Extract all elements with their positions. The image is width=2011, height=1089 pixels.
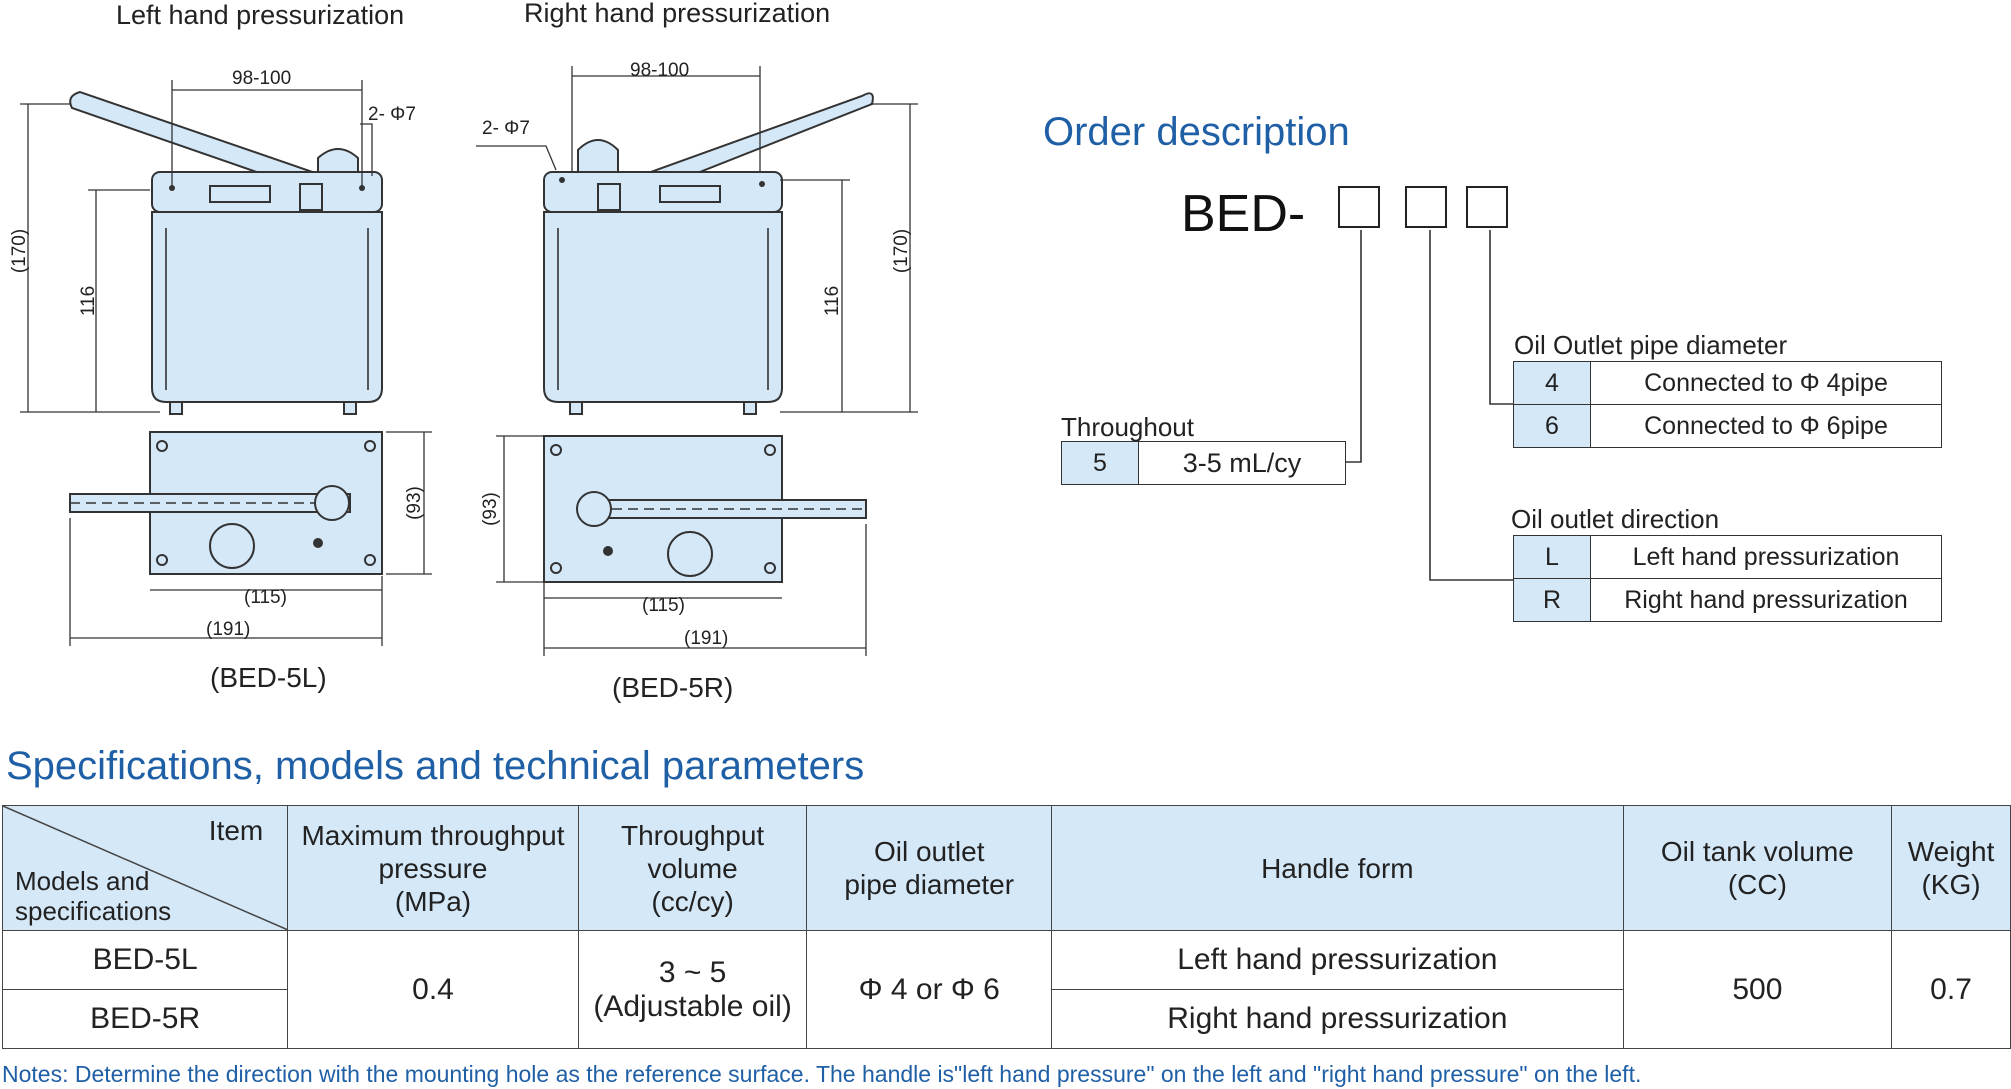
left-dim-hole: 2- Φ7 <box>368 104 416 125</box>
spec-row-5l: BED-5L 0.4 3 ~ 5(Adjustable oil) Φ 4 or … <box>1 930 2011 1049</box>
right-dim-hole: 2- Φ7 <box>482 118 530 139</box>
throughout-row: 5 3-5 mL/cy <box>1061 441 1346 485</box>
col-tank: Oil tank volume(CC) <box>1622 805 1893 931</box>
left-model-label: (BED-5L) <box>210 662 327 693</box>
direction-desc: Left hand pressurization <box>1590 535 1942 579</box>
order-connector-lines <box>1345 230 1514 581</box>
order-code-box-direction <box>1405 186 1447 228</box>
left-drawing-title: Left hand pressurization <box>116 0 405 30</box>
direction-label: Oil outlet direction <box>1511 504 1720 534</box>
corner-diagonal <box>3 806 288 930</box>
direction-row: R Right hand pressurization <box>1513 578 1942 622</box>
right-unit-top-view <box>496 435 867 656</box>
pipe-code: 4 <box>1513 361 1591 405</box>
col-weight-line1: Weight <box>1907 836 1995 867</box>
pipe-row: 6 Connected to Φ 6pipe <box>1513 404 1942 448</box>
corner-models-line1: Models and <box>15 866 150 896</box>
right-dim-116: 116 <box>822 285 844 317</box>
left-dim-170: (170) <box>9 228 31 274</box>
left-dim-116: 116 <box>78 285 100 317</box>
notes: Notes: Determine the direction with the … <box>2 1061 1642 1087</box>
pipe-cell: Φ 4 or Φ 6 <box>806 930 1052 1049</box>
right-dim-115: (115) <box>642 595 685 616</box>
throughout-desc: 3-5 mL/cy <box>1138 441 1346 485</box>
order-code-prefix: BED- <box>1181 185 1306 243</box>
order-code-box-throughout <box>1338 186 1380 228</box>
corner-item: Item <box>208 815 264 846</box>
col-handle: Handle form <box>1051 805 1624 931</box>
col-volume-line1: Throughput <box>620 819 765 851</box>
throughout-table: 5 3-5 mL/cy <box>1061 441 1346 485</box>
spec-row-5r: BED-5R Right hand pressurization <box>1 989 2011 1049</box>
right-dim-98-100: 98-100 <box>630 60 690 81</box>
left-unit-front-view <box>20 80 383 415</box>
direction-code: R <box>1513 578 1591 622</box>
spec-heading: Specifications, models and technical par… <box>6 744 865 788</box>
model-cell: BED-5L <box>1 930 289 990</box>
col-pipe-line1: Oil outlet <box>873 836 985 867</box>
col-weight-line2: (KG) <box>1921 869 1981 900</box>
col-pressure-line2: pressure <box>378 852 488 884</box>
throughout-label: Throughout <box>1061 412 1194 442</box>
left-unit-top-view <box>69 431 432 646</box>
pipe-desc: Connected to Φ 6pipe <box>1590 404 1942 448</box>
volume-line1: 3 ~ 5 <box>658 955 727 989</box>
volume-line2: (Adjustable oil) <box>593 989 792 1023</box>
right-dim-191: (191) <box>684 628 729 649</box>
left-dim-191: (191) <box>206 619 251 640</box>
right-unit-front-view <box>476 66 918 415</box>
col-pressure-line1: Maximum throughput <box>301 819 565 851</box>
corner-models-line2: specifications <box>15 896 172 926</box>
direction-code: L <box>1513 535 1591 579</box>
model-cell: BED-5R <box>1 989 289 1049</box>
col-pressure-line3: (MPa) <box>394 885 472 917</box>
pipe-diameter-label: Oil Outlet pipe diameter <box>1514 330 1788 360</box>
col-pipe-line2: pipe diameter <box>844 869 1015 900</box>
left-dim-115: (115) <box>244 587 287 608</box>
direction-table: L Left hand pressurization R Right hand … <box>1513 535 1942 622</box>
left-dim-98-100: 98-100 <box>232 68 292 89</box>
direction-row: L Left hand pressurization <box>1513 535 1942 579</box>
pipe-row: 4 Connected to Φ 4pipe <box>1513 361 1942 405</box>
col-weight: Weight(KG) <box>1891 805 2011 931</box>
col-tank-line1: Oil tank volume <box>1660 836 1854 867</box>
order-code-box-pipe <box>1466 186 1508 228</box>
volume-cell: 3 ~ 5(Adjustable oil) <box>577 930 808 1049</box>
pressure-cell: 0.4 <box>287 930 579 1049</box>
col-volume-line3: (cc/cy) <box>651 885 734 917</box>
pipe-code: 6 <box>1513 404 1591 448</box>
weight-cell: 0.7 <box>1891 930 2011 1049</box>
left-dim-93: (93) <box>403 486 425 520</box>
right-drawing-title: Right hand pressurization <box>524 0 831 28</box>
handle-cell: Left hand pressurization <box>1051 930 1624 990</box>
throughout-code: 5 <box>1061 441 1139 485</box>
right-model-label: (BED-5R) <box>612 672 734 703</box>
col-volume-line2: volume <box>647 852 738 884</box>
handle-cell: Right hand pressurization <box>1051 989 1624 1049</box>
tank-cell: 500 <box>1622 930 1893 1049</box>
order-heading: Order description <box>1043 110 1350 154</box>
right-dim-170: (170) <box>891 228 913 274</box>
right-dim-93: (93) <box>479 492 501 526</box>
direction-desc: Right hand pressurization <box>1590 578 1942 622</box>
pipe-diameter-table: 4 Connected to Φ 4pipe 6 Connected to Φ … <box>1513 361 1942 448</box>
col-tank-line2: (CC) <box>1727 869 1787 900</box>
pipe-desc: Connected to Φ 4pipe <box>1590 361 1942 405</box>
